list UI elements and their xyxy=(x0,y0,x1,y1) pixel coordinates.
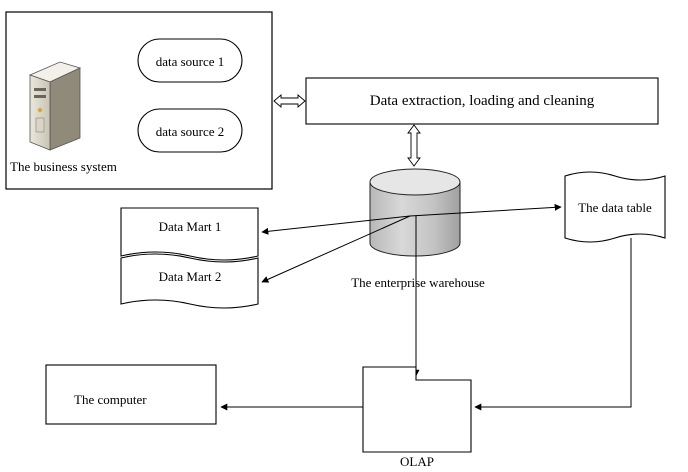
computer-label: The computer xyxy=(74,392,147,407)
data-table-shape xyxy=(564,171,666,243)
data-source-2-label: data source 2 xyxy=(155,124,225,139)
olap-box xyxy=(362,366,472,453)
warehouse-label: The enterprise warehouse xyxy=(351,275,485,290)
data-mart-2-shape xyxy=(120,253,259,309)
data-source-2-node xyxy=(137,108,243,153)
warehouse-to-data-table-arrow xyxy=(409,203,562,217)
data-mart-1-label: Data Mart 1 xyxy=(158,219,222,234)
etl-warehouse-double-arrow xyxy=(407,124,421,167)
business-system-label: The business system xyxy=(10,159,117,174)
data-mart-1-shape xyxy=(120,207,259,261)
warehouse-cylinder xyxy=(369,168,461,257)
etl-label: Data extraction, loading and cleaning xyxy=(369,93,595,109)
warehouse-to-mart1-arrow xyxy=(261,215,411,235)
server-icon xyxy=(28,61,82,151)
warehouse-to-mart2-arrow xyxy=(261,215,411,283)
data-source-1-node xyxy=(137,38,243,83)
data-table-to-olap-arrow xyxy=(474,238,632,411)
data-mart-2-label: Data Mart 2 xyxy=(158,269,222,284)
system-etl-double-arrow xyxy=(273,94,306,108)
computer-box xyxy=(45,364,217,425)
data-table-label: The data table xyxy=(578,200,652,215)
etl-box xyxy=(305,77,659,125)
data-source-1-label: data source 1 xyxy=(155,54,225,69)
olap-label: OLAP xyxy=(400,454,434,469)
